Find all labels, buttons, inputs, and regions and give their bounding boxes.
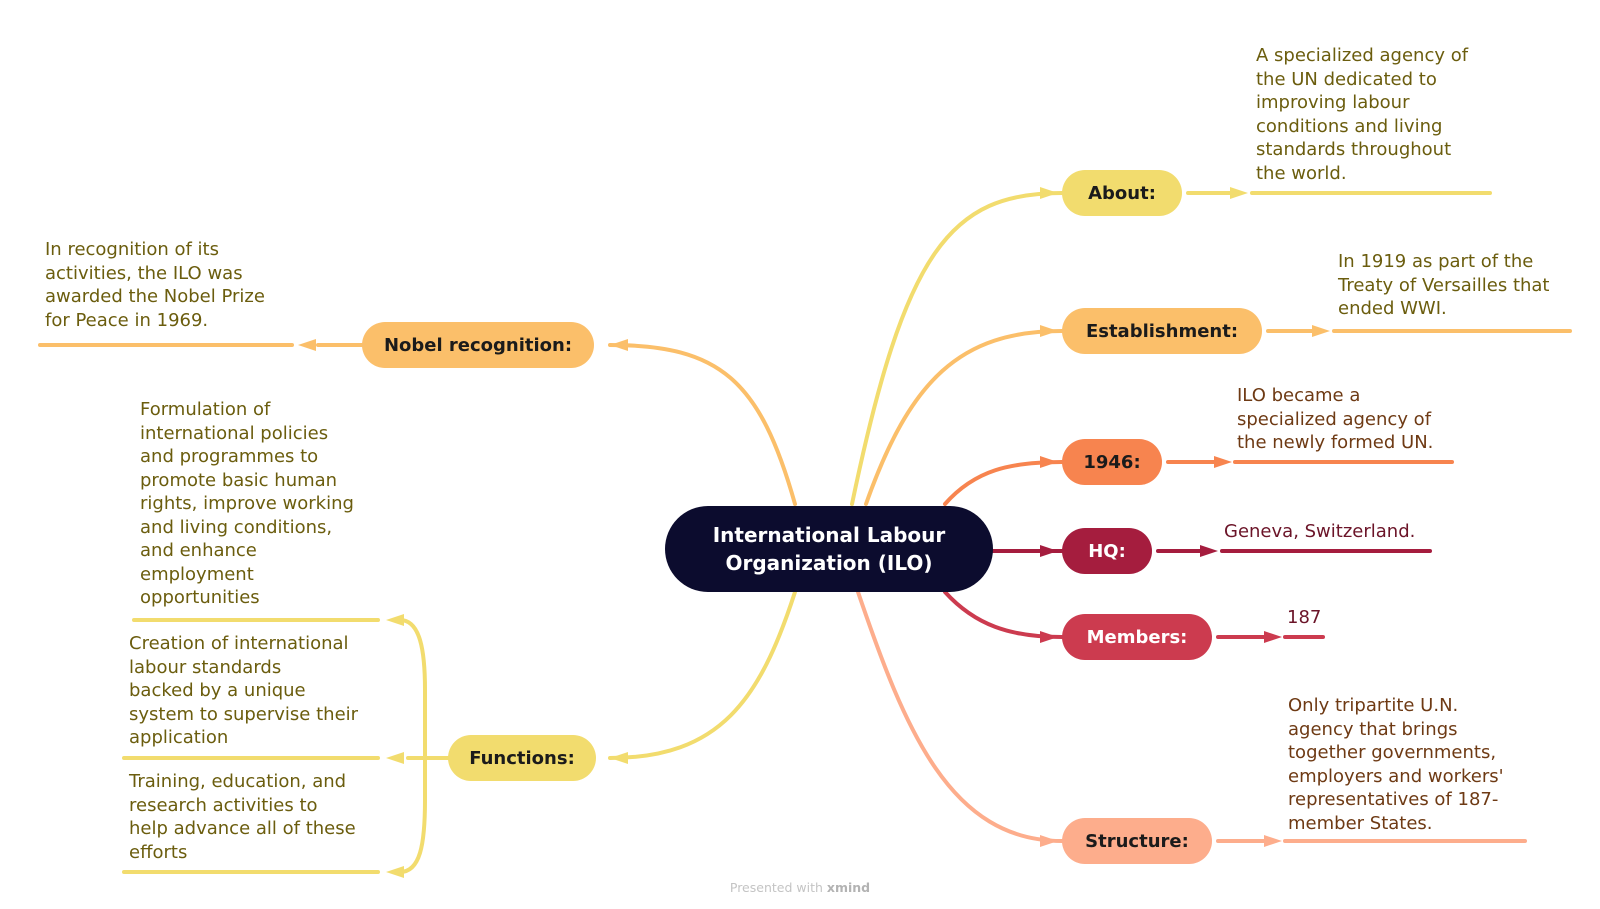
topic-hq-label: HQ: (1088, 540, 1126, 562)
about-description-line: improving labour (1256, 92, 1410, 113)
topic-members[interactable]: Members: (1062, 614, 1212, 660)
structure-description-line: together governments, (1288, 742, 1497, 763)
1946-description-line: the newly formed UN. (1237, 432, 1434, 453)
topic-1946-label: 1946: (1083, 451, 1141, 473)
central-title-line2: Organization (ILO) (725, 551, 933, 575)
central-title-line1: International Labour (712, 523, 946, 547)
functions-item-3-line: efforts (129, 841, 188, 863)
topic-about[interactable]: About: (1062, 170, 1182, 216)
structure-description-line: employers and workers' (1288, 765, 1504, 787)
functions-item-1-line: and enhance (140, 540, 257, 561)
functions-item-2-line: system to supervise their (129, 703, 359, 725)
about-description-line: the world. (1256, 162, 1347, 184)
establishment-description-line: Treaty of Versailles that (1338, 274, 1550, 296)
about-description-line: the UN dedicated to (1256, 68, 1437, 90)
central-topic[interactable]: International Labour Organization (ILO) (665, 506, 993, 592)
topic-functions[interactable]: Functions: (448, 735, 596, 781)
functions-item-3-line: help advance all of these (129, 818, 356, 839)
functions-item-1-line: promote basic human (140, 469, 338, 491)
about-description-line: A specialized agency of (1256, 45, 1469, 66)
members-description: 187 (1287, 606, 1321, 630)
topic-functions-label: Functions: (469, 747, 575, 769)
functions-item-3-line: Training, education, and (129, 771, 347, 792)
topic-about-label: About: (1088, 182, 1156, 204)
nobel-description-line: In recognition of its (45, 239, 219, 260)
structure-description-line: Only tripartite U.N. (1288, 695, 1459, 716)
topic-establishment[interactable]: Establishment: (1062, 308, 1262, 354)
functions-item-3-line: research activities to (129, 794, 318, 816)
hq-description-line: Geneva, Switzerland. (1224, 521, 1416, 542)
topic-nobel-label: Nobel recognition: (383, 334, 573, 356)
functions-item-2-line: backed by a unique (129, 680, 306, 701)
topic-structure-label: Structure: (1085, 830, 1189, 852)
xmind-logo: xmind (826, 880, 871, 895)
topic-nobel-recognition[interactable]: Nobel recognition: (362, 322, 594, 368)
establishment-description-line: In 1919 as part of the (1338, 251, 1534, 272)
structure-description-line: agency that brings (1288, 718, 1458, 740)
nobel-description-line: awarded the Nobel Prize (45, 286, 265, 307)
nobel-description-line: for Peace in 1969. (45, 309, 209, 331)
about-description-line: standards throughout (1256, 139, 1452, 160)
topic-structure[interactable]: Structure: (1062, 818, 1212, 864)
structure-description-line: representatives of 187- (1288, 789, 1499, 810)
functions-item-2-line: application (129, 727, 229, 748)
topic-members-label: Members: (1086, 626, 1188, 648)
nobel-description-line: activities, the ILO was (45, 262, 243, 284)
1946-description-line: ILO became a (1237, 385, 1361, 406)
topic-1946[interactable]: 1946: (1062, 439, 1162, 485)
functions-item-1-line: and programmes to (140, 446, 319, 467)
1946-description-line: specialized agency of (1237, 408, 1432, 430)
footer-prefix: Presented with (729, 880, 823, 895)
members-description-line: 187 (1287, 607, 1322, 628)
hq-description: Geneva, Switzerland. (1224, 520, 1415, 544)
topic-hq[interactable]: HQ: (1062, 528, 1152, 574)
establishment-description-line: ended WWI. (1338, 298, 1447, 319)
functions-item-1-line: Formulation of (140, 399, 271, 420)
footer-credit: Presented with xmind (0, 880, 1600, 895)
about-description-line: conditions and living (1256, 115, 1443, 137)
functions-item-1-line: employment (140, 563, 254, 585)
functions-item-2-line: Creation of international (129, 633, 349, 654)
functions-item-1-line: and living conditions, (140, 516, 333, 538)
functions-item-1-line: rights, improve working (140, 493, 354, 514)
topic-establishment-label: Establishment: (1085, 320, 1239, 342)
functions-item-1-line: opportunities (140, 587, 260, 608)
functions-item-1-line: international policies (140, 422, 329, 444)
structure-description-line: member States. (1288, 812, 1433, 834)
functions-item-2-line: labour standards (129, 656, 282, 678)
